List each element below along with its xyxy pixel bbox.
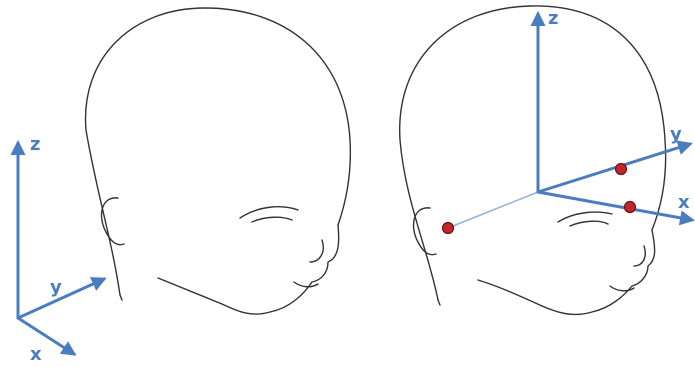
eye-landmark-lower xyxy=(625,202,636,213)
eye-landmark-upper xyxy=(616,164,627,175)
ear-to-origin-connector xyxy=(448,192,538,228)
left-y-label: y xyxy=(50,277,62,298)
left-x-axis xyxy=(18,318,74,354)
right-x-axis xyxy=(538,192,692,220)
left-axes xyxy=(18,143,104,354)
right-y-label: y xyxy=(670,124,682,145)
right-y-axis xyxy=(538,144,690,192)
left-z-label: z xyxy=(30,134,40,155)
right-x-label: x xyxy=(678,192,690,213)
right-z-label: z xyxy=(548,8,558,29)
left-panel: z y x xyxy=(18,8,350,365)
head-outline-icon xyxy=(86,8,351,314)
right-panel: z y x xyxy=(400,6,692,315)
head-outline-icon xyxy=(400,6,666,315)
right-axes xyxy=(538,14,692,220)
ear-landmark xyxy=(443,223,454,234)
left-x-label: x xyxy=(30,344,42,365)
